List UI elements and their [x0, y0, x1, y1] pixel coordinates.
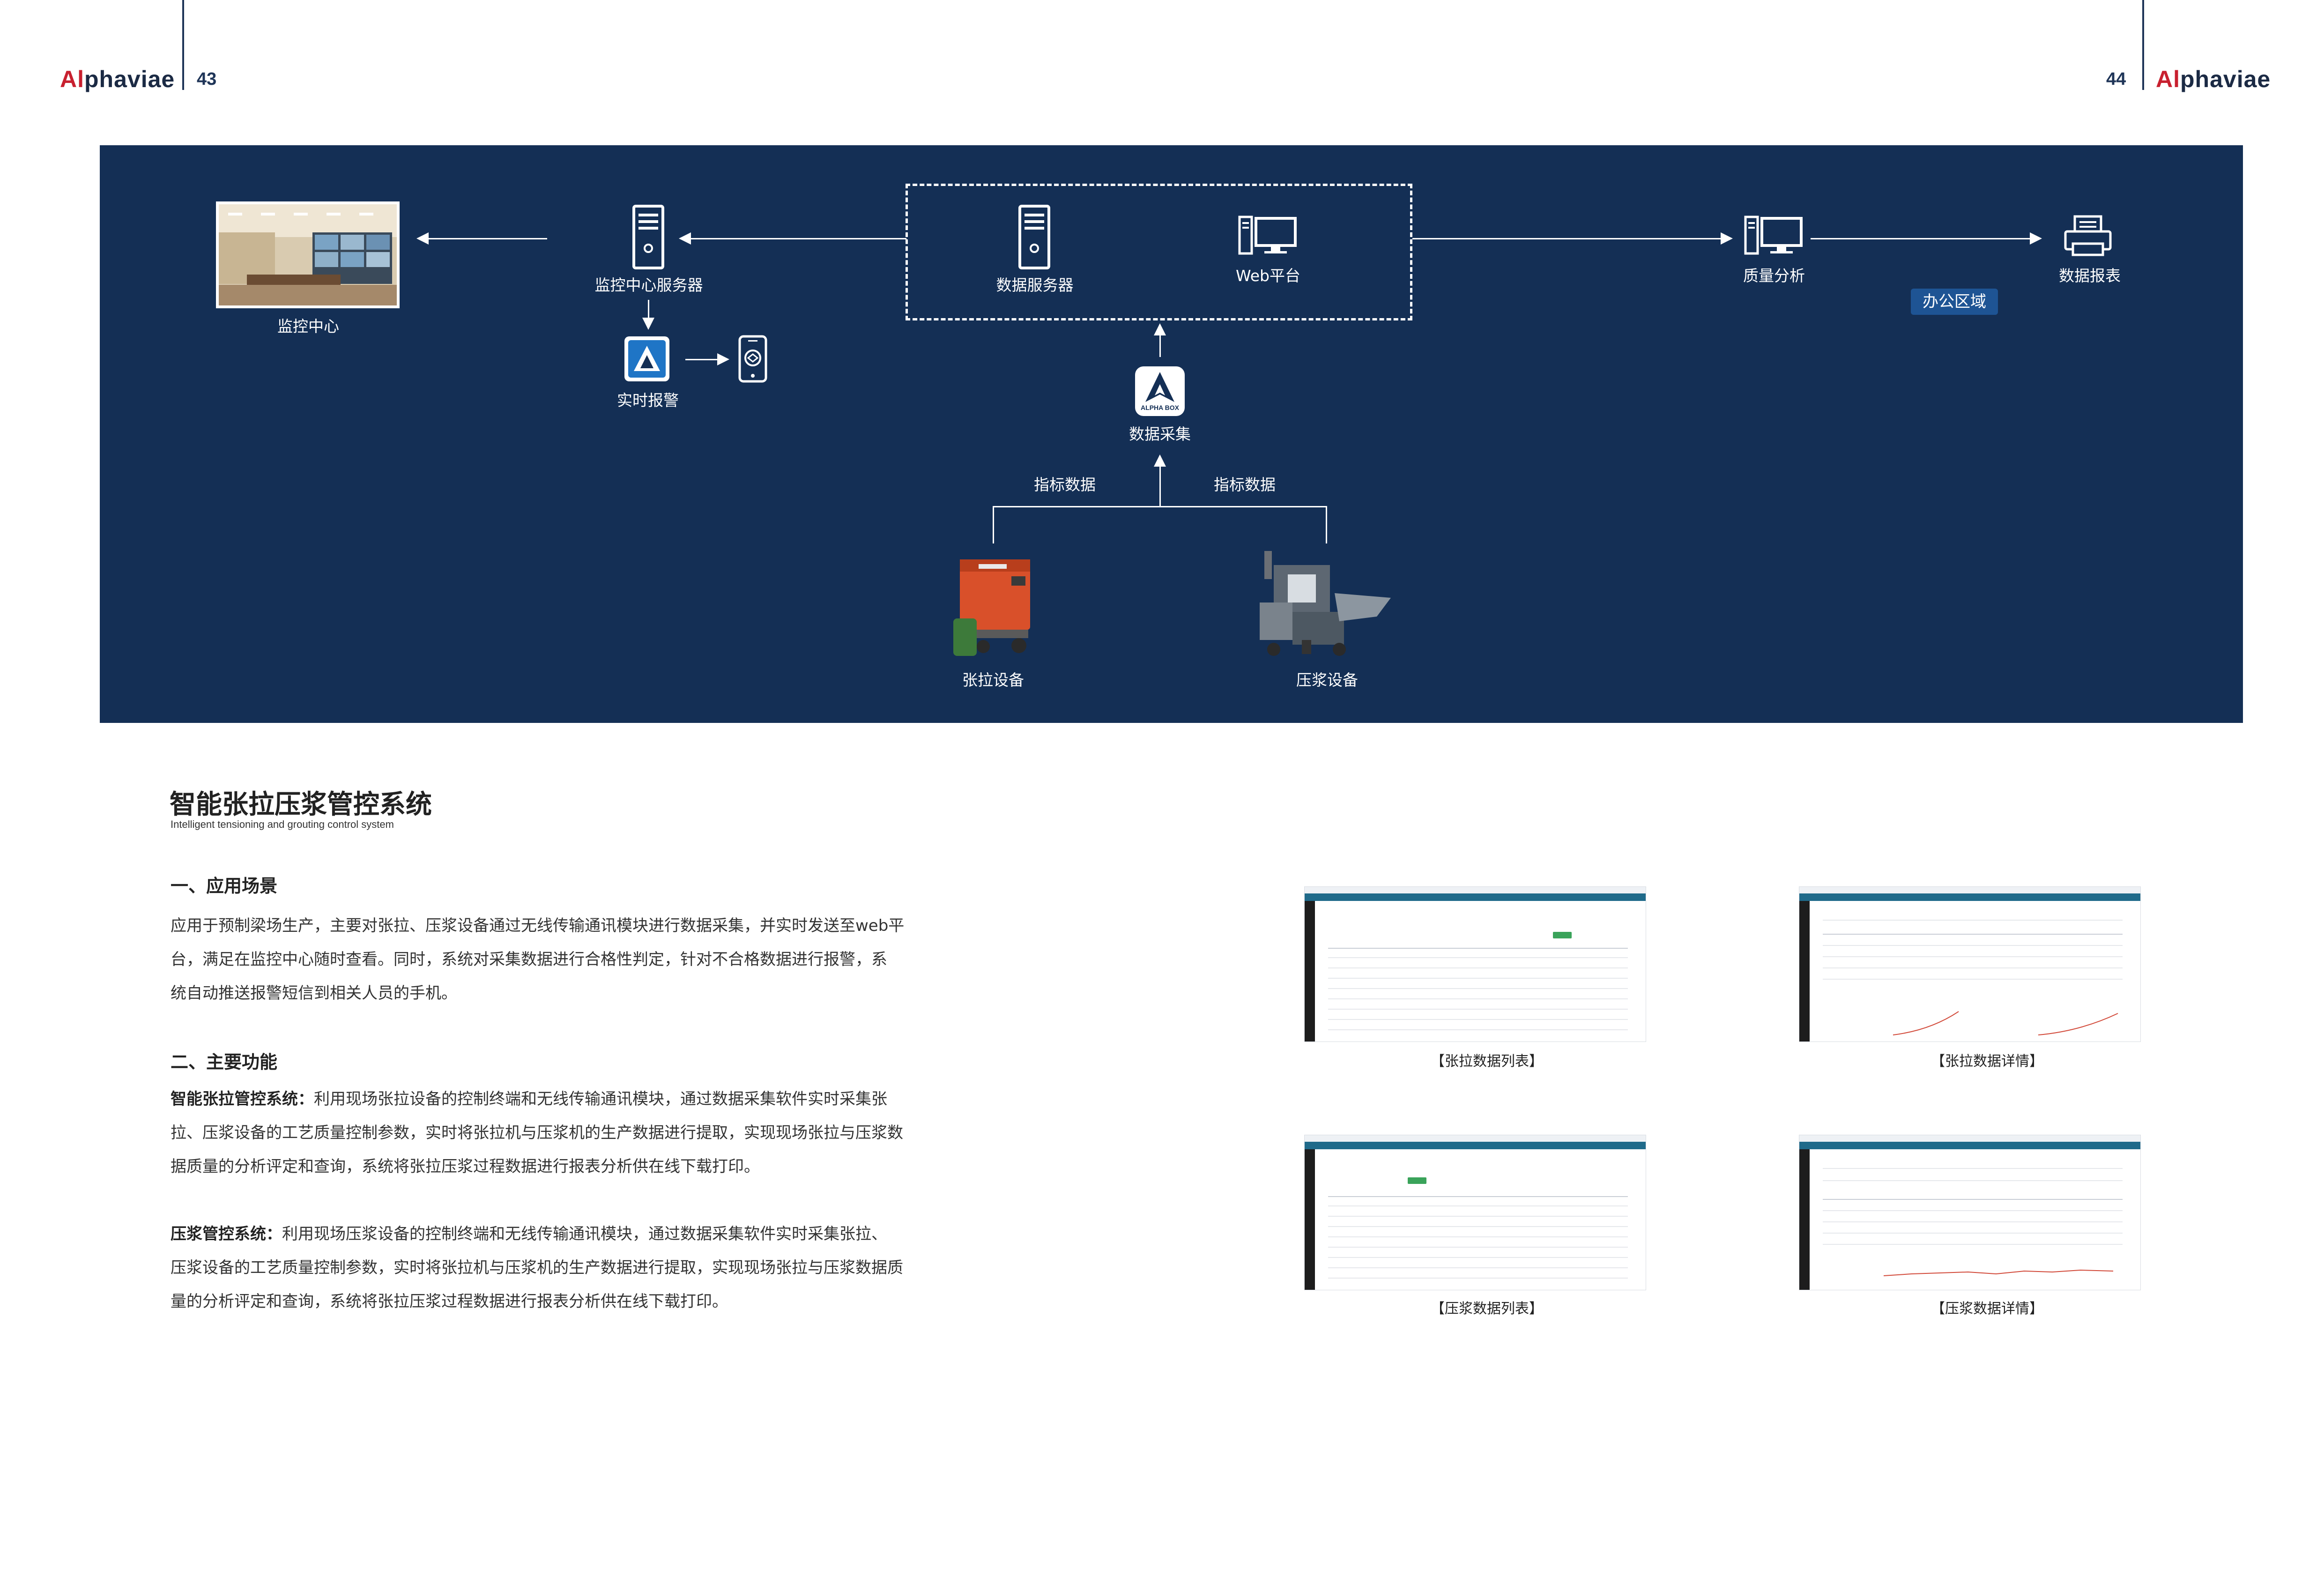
tension-detail-caption: 【张拉数据详情】	[1931, 1053, 2043, 1070]
control-room-image	[219, 204, 397, 305]
tension-system-label: 智能张拉管控系统：	[171, 1090, 314, 1108]
grout-list-caption: 【压浆数据列表】	[1431, 1301, 1543, 1317]
index-data-left-label: 指标数据	[1034, 476, 1096, 494]
data-collection-label: 数据采集	[1129, 425, 1191, 443]
arrow-head-up	[1154, 454, 1166, 467]
quality-analysis-label: 质量分析	[1743, 267, 1805, 285]
arrow-line-to-quality	[1412, 238, 1722, 239]
connector-right-drop	[1326, 506, 1327, 543]
index-data-connector	[993, 506, 1327, 507]
alarm-app-icon	[624, 336, 669, 381]
header-divider-right	[2142, 0, 2144, 90]
web-platform-label: Web平台	[1236, 267, 1300, 285]
arrow-head-right	[1721, 232, 1733, 245]
arrow-line-data-to-server	[686, 238, 906, 239]
page-title: 智能张拉压浆管控系统	[170, 789, 432, 820]
grout-detail-caption: 【压浆数据详情】	[1931, 1301, 2043, 1317]
brand-logo-right: Alphaviae	[2156, 66, 2271, 92]
grout-device-image	[1260, 551, 1391, 656]
connector-left-drop	[993, 506, 994, 543]
monitor-center-photo	[216, 201, 400, 308]
paragraph-line: 据质量的分析评定和查询，系统将张拉压浆过程数据进行报表分析供在线下载打印。	[171, 1157, 760, 1176]
monitor-center-label: 监控中心	[277, 317, 339, 335]
data-report-label: 数据报表	[2059, 267, 2121, 285]
quality-analysis-icon	[1744, 216, 1803, 255]
paragraph-line: 压浆管控系统：利用现场压浆设备的控制终端和无线传输通讯模块，通过数据采集软件实时…	[171, 1225, 887, 1243]
office-area-badge: 办公区域	[1911, 289, 1998, 315]
tension-device-label: 张拉设备	[962, 671, 1024, 689]
system-architecture-diagram: 监控中心 监控中心服务器 实时报警 数据服务器	[100, 145, 2243, 723]
paragraph-line: 应用于预制梁场生产，主要对张拉、压浆设备通过无线传输通讯模块进行数据采集，并实时…	[171, 916, 905, 935]
page-number-right: 44	[2106, 69, 2126, 89]
data-server-icon	[1018, 205, 1050, 269]
web-platform-icon	[1238, 216, 1297, 255]
alpha-box-text: ALPHA BOX	[1141, 404, 1179, 411]
arrow-line-index-up	[1159, 464, 1161, 507]
arrow-head-up	[1154, 323, 1166, 335]
brand-logo-left: Alphaviae	[60, 66, 175, 92]
paragraph-line: 统自动推送报警短信到相关人员的手机。	[171, 984, 457, 1003]
server-icon	[632, 205, 664, 269]
tension-list-screenshot	[1304, 886, 1646, 1042]
tension-list-caption: 【张拉数据列表】	[1431, 1053, 1543, 1070]
mobile-phone-icon	[738, 335, 767, 383]
tension-curve-chart	[1893, 1011, 2118, 1035]
alpha-box-icon	[1135, 366, 1185, 416]
grout-curve-chart	[1883, 1269, 2114, 1276]
tension-paragraph: 智能张拉管控系统：利用现场张拉设备的控制终端和无线传输通讯模块，通过数据采集软件…	[171, 1082, 976, 1183]
grout-detail-screenshot	[1799, 1135, 2141, 1290]
section-heading-functions: 二、主要功能	[171, 1052, 278, 1072]
tension-detail-screenshot	[1799, 886, 2141, 1042]
section-heading-application: 一、应用场景	[171, 876, 278, 896]
grout-list-screenshot	[1304, 1135, 1646, 1290]
header-divider-left	[182, 0, 184, 90]
arrow-head-right	[2030, 232, 2042, 245]
page-number-left: 43	[197, 69, 217, 89]
monitor-server-label: 监控中心服务器	[594, 276, 703, 294]
data-center-area	[906, 184, 1412, 320]
arrow-line-server-to-monitor	[423, 238, 547, 239]
paragraph-line: 量的分析评定和查询，系统将张拉压浆过程数据进行报表分析供在线下载打印。	[171, 1292, 728, 1311]
paragraph-line: 台，满足在监控中心随时查看。同时，系统对采集数据进行合格性判定，针对不合格数据进…	[171, 950, 887, 969]
grout-paragraph: 压浆管控系统：利用现场压浆设备的控制终端和无线传输通讯模块，通过数据采集软件实时…	[171, 1217, 976, 1318]
index-data-right-label: 指标数据	[1214, 476, 1276, 494]
printer-icon	[2064, 215, 2112, 256]
grout-system-label: 压浆管控系统：	[171, 1225, 282, 1243]
paragraph-line: 压浆设备的工艺质量控制参数，实时将张拉机与压浆机的生产数据进行提取，实现现场张拉…	[171, 1258, 903, 1277]
arrow-head-down	[642, 318, 654, 330]
arrow-head-left	[416, 232, 429, 245]
realtime-alarm-label: 实时报警	[617, 391, 679, 409]
grout-device-label: 压浆设备	[1296, 671, 1358, 689]
paragraph-line: 智能张拉管控系统：利用现场张拉设备的控制终端和无线传输通讯模块，通过数据采集软件…	[171, 1090, 887, 1108]
arrow-line-collection-to-data	[1159, 333, 1161, 357]
application-paragraph: 应用于预制梁场生产，主要对张拉、压浆设备通过无线传输通讯模块进行数据采集，并实时…	[171, 909, 976, 1010]
arrow-head-right	[717, 353, 729, 365]
arrow-line-server-to-alarm	[648, 300, 649, 319]
tension-device-image	[953, 559, 1030, 656]
arrow-head-left	[679, 232, 691, 245]
arrow-line-to-report	[1811, 238, 2031, 239]
data-server-label: 数据服务器	[996, 276, 1074, 294]
page-subtitle: Intelligent tensioning and grouting cont…	[171, 818, 394, 830]
paragraph-line: 拉、压浆设备的工艺质量控制参数，实时将张拉机与压浆机的生产数据进行提取，实现现场…	[171, 1123, 903, 1142]
arrow-line-alarm-to-phone	[685, 359, 718, 360]
